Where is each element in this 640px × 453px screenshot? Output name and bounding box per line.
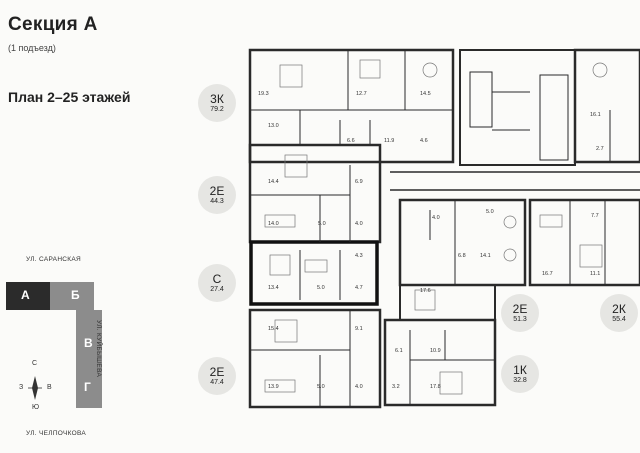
svg-text:12.7: 12.7 (356, 91, 367, 97)
apartment-badge[interactable]: 2Е 51.3 (501, 294, 539, 332)
apartment-type: С (212, 271, 222, 286)
apartment-area: 27.4 (210, 285, 224, 293)
svg-text:4.6: 4.6 (420, 138, 428, 144)
entrance-note: (1 подъезд) (8, 43, 56, 53)
svg-text:4.0: 4.0 (432, 215, 440, 221)
apartment-type: 2Е (209, 183, 225, 198)
svg-text:6.1: 6.1 (395, 348, 403, 354)
compass-icon (28, 370, 42, 406)
section-label: В (84, 336, 93, 350)
svg-text:4.0: 4.0 (355, 384, 363, 390)
svg-text:14.1: 14.1 (480, 253, 491, 259)
apartment-area: 44.3 (210, 197, 224, 205)
apartment-type: 2Е (512, 301, 528, 316)
apartment-type: 1К (513, 362, 527, 377)
apartment-type: 3К (210, 91, 224, 106)
apartment-studio-outline[interactable] (249, 240, 379, 306)
section-label: Г (84, 380, 91, 394)
svg-text:14.5: 14.5 (420, 91, 431, 97)
compass-w: З (19, 384, 24, 391)
svg-text:19.3: 19.3 (258, 91, 269, 97)
apartment-area: 55.4 (612, 315, 626, 323)
street-chelpochkova: УЛ. ЧЕЛПОЧКОВА (26, 430, 87, 437)
svg-text:5.0: 5.0 (317, 285, 325, 291)
svg-text:11.1: 11.1 (590, 271, 600, 277)
compass-e: В (47, 384, 52, 391)
svg-text:4.7: 4.7 (355, 285, 363, 291)
svg-text:13.9: 13.9 (268, 384, 279, 390)
section-vg-block (76, 310, 102, 408)
apartment-type: 2Е (209, 364, 225, 379)
page-title: Секция А (8, 14, 98, 35)
svg-text:4.3: 4.3 (355, 253, 363, 259)
svg-text:17.8: 17.8 (430, 384, 441, 390)
svg-text:13.0: 13.0 (268, 123, 279, 129)
site-map: УЛ. САРАНСКАЯ А Б В Г УЛ. КУЙБЫШЕВА УЛ. … (6, 254, 114, 444)
apartment-badge[interactable]: 2Е 47.4 (198, 357, 236, 395)
apartment-area: 79.2 (210, 105, 224, 113)
svg-text:16.1: 16.1 (590, 112, 601, 118)
svg-text:6.9: 6.9 (355, 179, 363, 185)
svg-text:14.4: 14.4 (268, 179, 279, 185)
svg-text:4.0: 4.0 (355, 221, 363, 227)
apartment-area: 51.3 (513, 315, 527, 323)
svg-text:16.7: 16.7 (542, 271, 553, 277)
svg-text:17.6: 17.6 (420, 288, 431, 294)
apartment-badge[interactable]: С 27.4 (198, 264, 236, 302)
svg-text:9.1: 9.1 (355, 326, 363, 332)
street-saranskaya: УЛ. САРАНСКАЯ (26, 256, 82, 263)
section-a-block (6, 282, 50, 310)
svg-text:15.4: 15.4 (268, 326, 279, 332)
svg-text:3.2: 3.2 (392, 384, 400, 390)
compass-s: Ю (32, 404, 40, 411)
apartment-area: 32.8 (513, 376, 527, 384)
section-label: Б (71, 288, 80, 302)
compass-n: С (32, 360, 38, 367)
svg-text:5.0: 5.0 (318, 221, 326, 227)
svg-text:6.8: 6.8 (458, 253, 466, 259)
svg-text:5.0: 5.0 (486, 209, 494, 215)
apartment-badge[interactable]: 2Е 44.3 (198, 176, 236, 214)
floors-heading: План 2–25 этажей (8, 89, 131, 105)
apartment-badge[interactable]: 1К 32.8 (501, 355, 539, 393)
apartment-badge[interactable]: 3К 79.2 (198, 84, 236, 122)
svg-text:5.0: 5.0 (317, 384, 325, 390)
apartment-area: 47.4 (210, 378, 224, 386)
apartment-badge[interactable]: 2К 55.4 (600, 294, 638, 332)
svg-text:14.0: 14.0 (268, 221, 279, 227)
svg-text:11.9: 11.9 (384, 138, 394, 144)
svg-text:7.7: 7.7 (591, 213, 599, 219)
svg-text:10.9: 10.9 (430, 348, 441, 354)
svg-text:2.7: 2.7 (596, 146, 604, 152)
apartment-3k-outline[interactable] (248, 48, 455, 164)
apartment-2e-top-outline[interactable] (248, 143, 382, 244)
svg-text:6.6: 6.6 (347, 138, 355, 144)
apartment-2e-bottom-outline[interactable] (248, 308, 382, 409)
section-label: А (21, 288, 30, 302)
section-b-block (50, 282, 94, 310)
apartment-type: 2К (612, 301, 626, 316)
svg-text:13.4: 13.4 (268, 285, 279, 291)
